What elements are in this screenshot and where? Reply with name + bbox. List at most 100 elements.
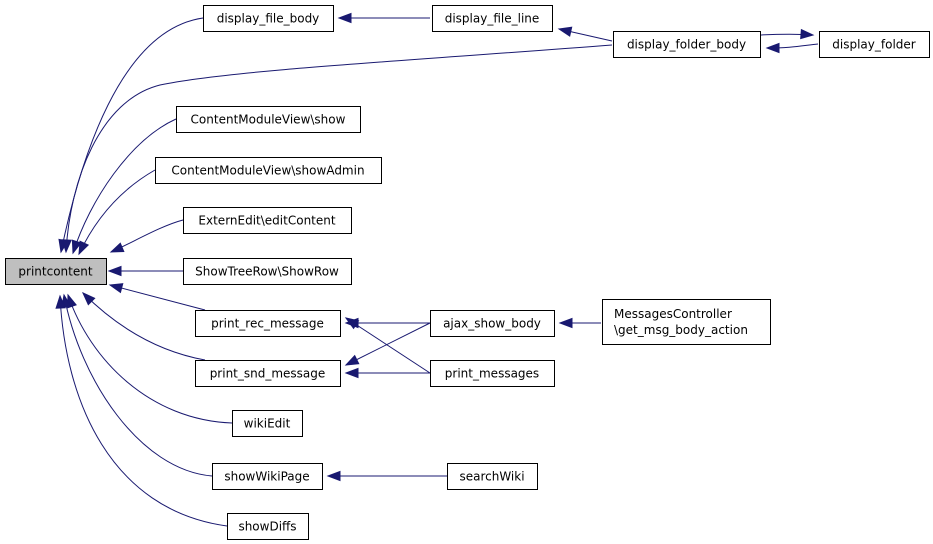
node-box[interactable] bbox=[203, 5, 334, 32]
edge-arrowhead bbox=[109, 242, 125, 253]
edge-arrowhead bbox=[344, 367, 359, 379]
node-display_file_body[interactable]: display_file_body bbox=[203, 5, 334, 32]
edge-showwikipage-to-printcontent bbox=[61, 293, 213, 477]
node-label: \get_msg_body_action bbox=[614, 323, 748, 337]
edge-arrowhead bbox=[55, 294, 66, 309]
node-box[interactable] bbox=[195, 360, 341, 387]
edge-line bbox=[63, 294, 213, 477]
edge-arrowhead bbox=[337, 12, 352, 24]
node-box[interactable] bbox=[212, 463, 323, 490]
node-cmv_show[interactable]: ContentModuleView\show bbox=[176, 106, 361, 133]
node-box[interactable] bbox=[183, 258, 352, 285]
node-box[interactable] bbox=[176, 106, 361, 133]
node-box[interactable] bbox=[447, 463, 538, 490]
edge-arrowhead bbox=[78, 240, 90, 256]
node-label: ContentModuleView\showAdmin bbox=[171, 164, 364, 178]
node-label: searchWiki bbox=[459, 470, 524, 484]
node-box[interactable] bbox=[155, 157, 382, 184]
edge-display_file_line-to-display_file_body bbox=[337, 12, 430, 24]
edge-arrowhead bbox=[557, 26, 573, 37]
node-box[interactable] bbox=[183, 207, 352, 234]
node-display_folder[interactable]: display_folder bbox=[819, 31, 930, 58]
node-label: printcontent bbox=[18, 265, 92, 279]
edge-arrowhead bbox=[326, 470, 341, 482]
node-cmv_showadmin[interactable]: ContentModuleView\showAdmin bbox=[155, 157, 382, 184]
edge-arrowhead bbox=[108, 283, 124, 294]
node-box[interactable] bbox=[430, 310, 555, 337]
node-print_messages[interactable]: print_messages bbox=[430, 360, 555, 387]
nodes-layer: printcontent display_file_body display_fil… bbox=[5, 5, 930, 540]
edge-arrowhead bbox=[344, 354, 360, 366]
node-label: MessagesController bbox=[614, 307, 732, 321]
edge-line bbox=[67, 294, 233, 424]
edge-arrowhead bbox=[61, 239, 72, 254]
edge-arrowhead bbox=[81, 291, 96, 306]
edge-line bbox=[109, 284, 206, 311]
edge-cmv_show-to-printcontent bbox=[71, 118, 177, 255]
node-display_file_line[interactable]: display_file_line bbox=[432, 5, 553, 32]
node-box[interactable] bbox=[602, 299, 771, 345]
edge-msgcontroller-to-ajax_show_body bbox=[558, 317, 601, 329]
node-box[interactable] bbox=[232, 410, 303, 437]
edge-showtreerow-to-printcontent bbox=[107, 265, 183, 277]
node-label: print_rec_message bbox=[211, 317, 324, 331]
node-display_folder_body[interactable]: display_folder_body bbox=[613, 31, 761, 58]
edge-line bbox=[59, 295, 228, 527]
edge-arrowhead bbox=[107, 265, 122, 277]
edge-searchwiki-to-showwikipage bbox=[326, 470, 447, 482]
node-msgcontroller[interactable]: MessagesController \get_msg_body_action bbox=[602, 299, 771, 345]
node-label: display_folder bbox=[832, 38, 916, 52]
node-label: ShowTreeRow\ShowRow bbox=[195, 265, 339, 279]
node-printcontent[interactable]: printcontent bbox=[5, 258, 107, 285]
edge-arrowhead bbox=[71, 239, 82, 255]
edge-arrowhead bbox=[800, 28, 815, 40]
node-ajax_show_body[interactable]: ajax_show_body bbox=[430, 310, 555, 337]
node-box[interactable] bbox=[430, 360, 555, 387]
edge-print_snd_message-to-printcontent bbox=[81, 291, 206, 361]
node-box[interactable] bbox=[5, 258, 107, 285]
node-label: ajax_show_body bbox=[443, 317, 541, 331]
edge-display_folder-to-display_folder_body bbox=[765, 42, 819, 54]
edge-arrowhead bbox=[344, 317, 360, 330]
edge-arrowhead bbox=[765, 42, 780, 54]
edge-print_messages-to-print_snd_message bbox=[344, 367, 430, 379]
edge-display_file_body-to-printcontent bbox=[58, 17, 204, 254]
node-showdiffs[interactable]: showDiffs bbox=[227, 513, 309, 540]
edge-line bbox=[345, 317, 431, 374]
edge-line bbox=[82, 292, 206, 361]
node-wikiedit[interactable]: wikiEdit bbox=[232, 410, 303, 437]
node-searchwiki[interactable]: searchWiki bbox=[447, 463, 538, 490]
edge-print_messages-to-print_rec_message bbox=[344, 317, 431, 374]
node-label: showWikiPage bbox=[224, 470, 309, 484]
node-label: print_messages bbox=[445, 367, 539, 381]
edge-line bbox=[60, 17, 204, 253]
node-showtreerow[interactable]: ShowTreeRow\ShowRow bbox=[183, 258, 352, 285]
edge-externedit-to-printcontent bbox=[109, 219, 184, 253]
node-label: print_snd_message bbox=[210, 367, 326, 381]
node-box[interactable] bbox=[195, 310, 341, 337]
node-externedit[interactable]: ExternEdit\editContent bbox=[183, 207, 352, 234]
node-label: display_file_line bbox=[445, 12, 540, 26]
edge-arrowhead bbox=[558, 317, 573, 329]
node-label: display_folder_body bbox=[627, 38, 746, 52]
edge-cmv_showadmin-to-printcontent bbox=[78, 169, 156, 256]
node-print_snd_message[interactable]: print_snd_message bbox=[195, 360, 341, 387]
edge-line bbox=[65, 44, 613, 253]
node-label: wikiEdit bbox=[244, 417, 291, 431]
node-label: showDiffs bbox=[238, 520, 296, 534]
edge-display_folder_body-to-display_folder bbox=[759, 28, 815, 40]
node-box[interactable] bbox=[432, 5, 553, 32]
edge-line bbox=[72, 118, 177, 254]
node-print_rec_message[interactable]: print_rec_message bbox=[195, 310, 341, 337]
edges-layer bbox=[55, 12, 819, 527]
node-label: ContentModuleView\show bbox=[191, 113, 346, 127]
node-label: display_file_body bbox=[217, 12, 320, 26]
edge-ajax_show_body-to-print_snd_message bbox=[344, 322, 431, 366]
node-showwikipage[interactable]: showWikiPage bbox=[212, 463, 323, 490]
edge-showdiffs-to-printcontent bbox=[55, 294, 228, 527]
node-box[interactable] bbox=[819, 31, 930, 58]
edge-display_folder_body-to-printcontent bbox=[61, 44, 613, 254]
node-box[interactable] bbox=[227, 513, 309, 540]
node-box[interactable] bbox=[613, 31, 761, 58]
